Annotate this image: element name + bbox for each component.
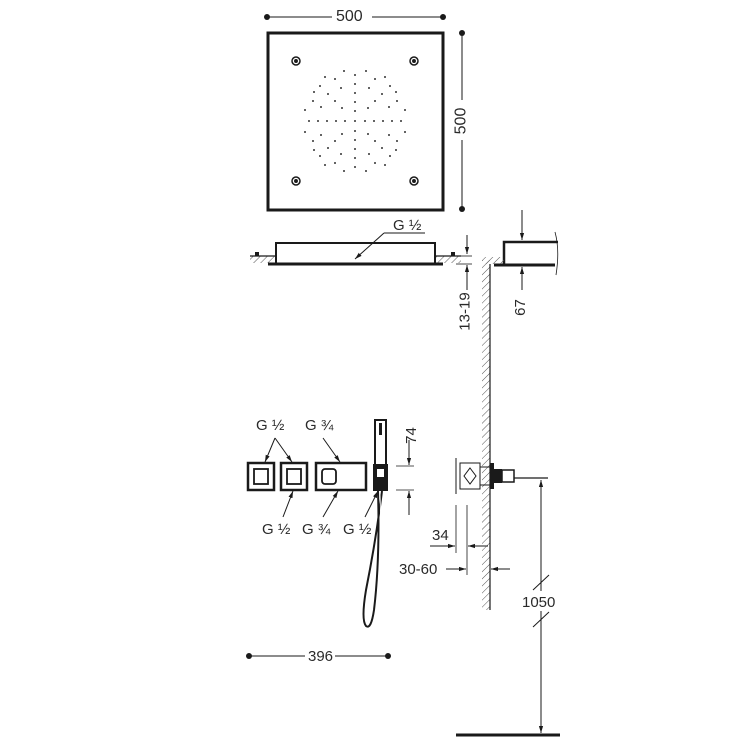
dim-ceiling-recess: 13-19 — [456, 292, 474, 331]
label-top-right-connection: G ¾ — [305, 417, 334, 434]
shower-head-section — [250, 232, 472, 290]
wall-section — [482, 257, 504, 610]
dim-head-width: 500 — [336, 8, 363, 25]
dim-wall-thickness: 30-60 — [399, 561, 438, 578]
nozzle-pattern — [304, 70, 406, 172]
label-bottom-left-connection: G ½ — [262, 521, 291, 538]
concealed-valve-body — [430, 458, 548, 575]
label-top-left-connection: G ½ — [256, 417, 285, 434]
outlet-height-dimension — [456, 480, 562, 737]
dim-handshower-offset: 74 — [402, 427, 420, 444]
label-bottom-middle-connection: G ¾ — [302, 521, 331, 538]
dim-head-depth: 500 — [452, 107, 470, 135]
label-bottom-right-connection: G ½ — [343, 521, 372, 538]
thermostatic-control-panel — [246, 437, 379, 518]
dim-head-height: 67 — [511, 299, 529, 316]
dim-outlet-height: 1050 — [522, 594, 556, 611]
hand-shower — [362, 419, 414, 628]
shower-head-top-view — [264, 14, 465, 212]
shower-head-side-detail — [494, 210, 559, 290]
panel-width-dimension — [246, 653, 391, 659]
label-head-inlet: G ½ — [393, 217, 422, 234]
dim-panel-width: 396 — [308, 648, 334, 665]
dim-valve-depth: 34 — [432, 527, 449, 544]
